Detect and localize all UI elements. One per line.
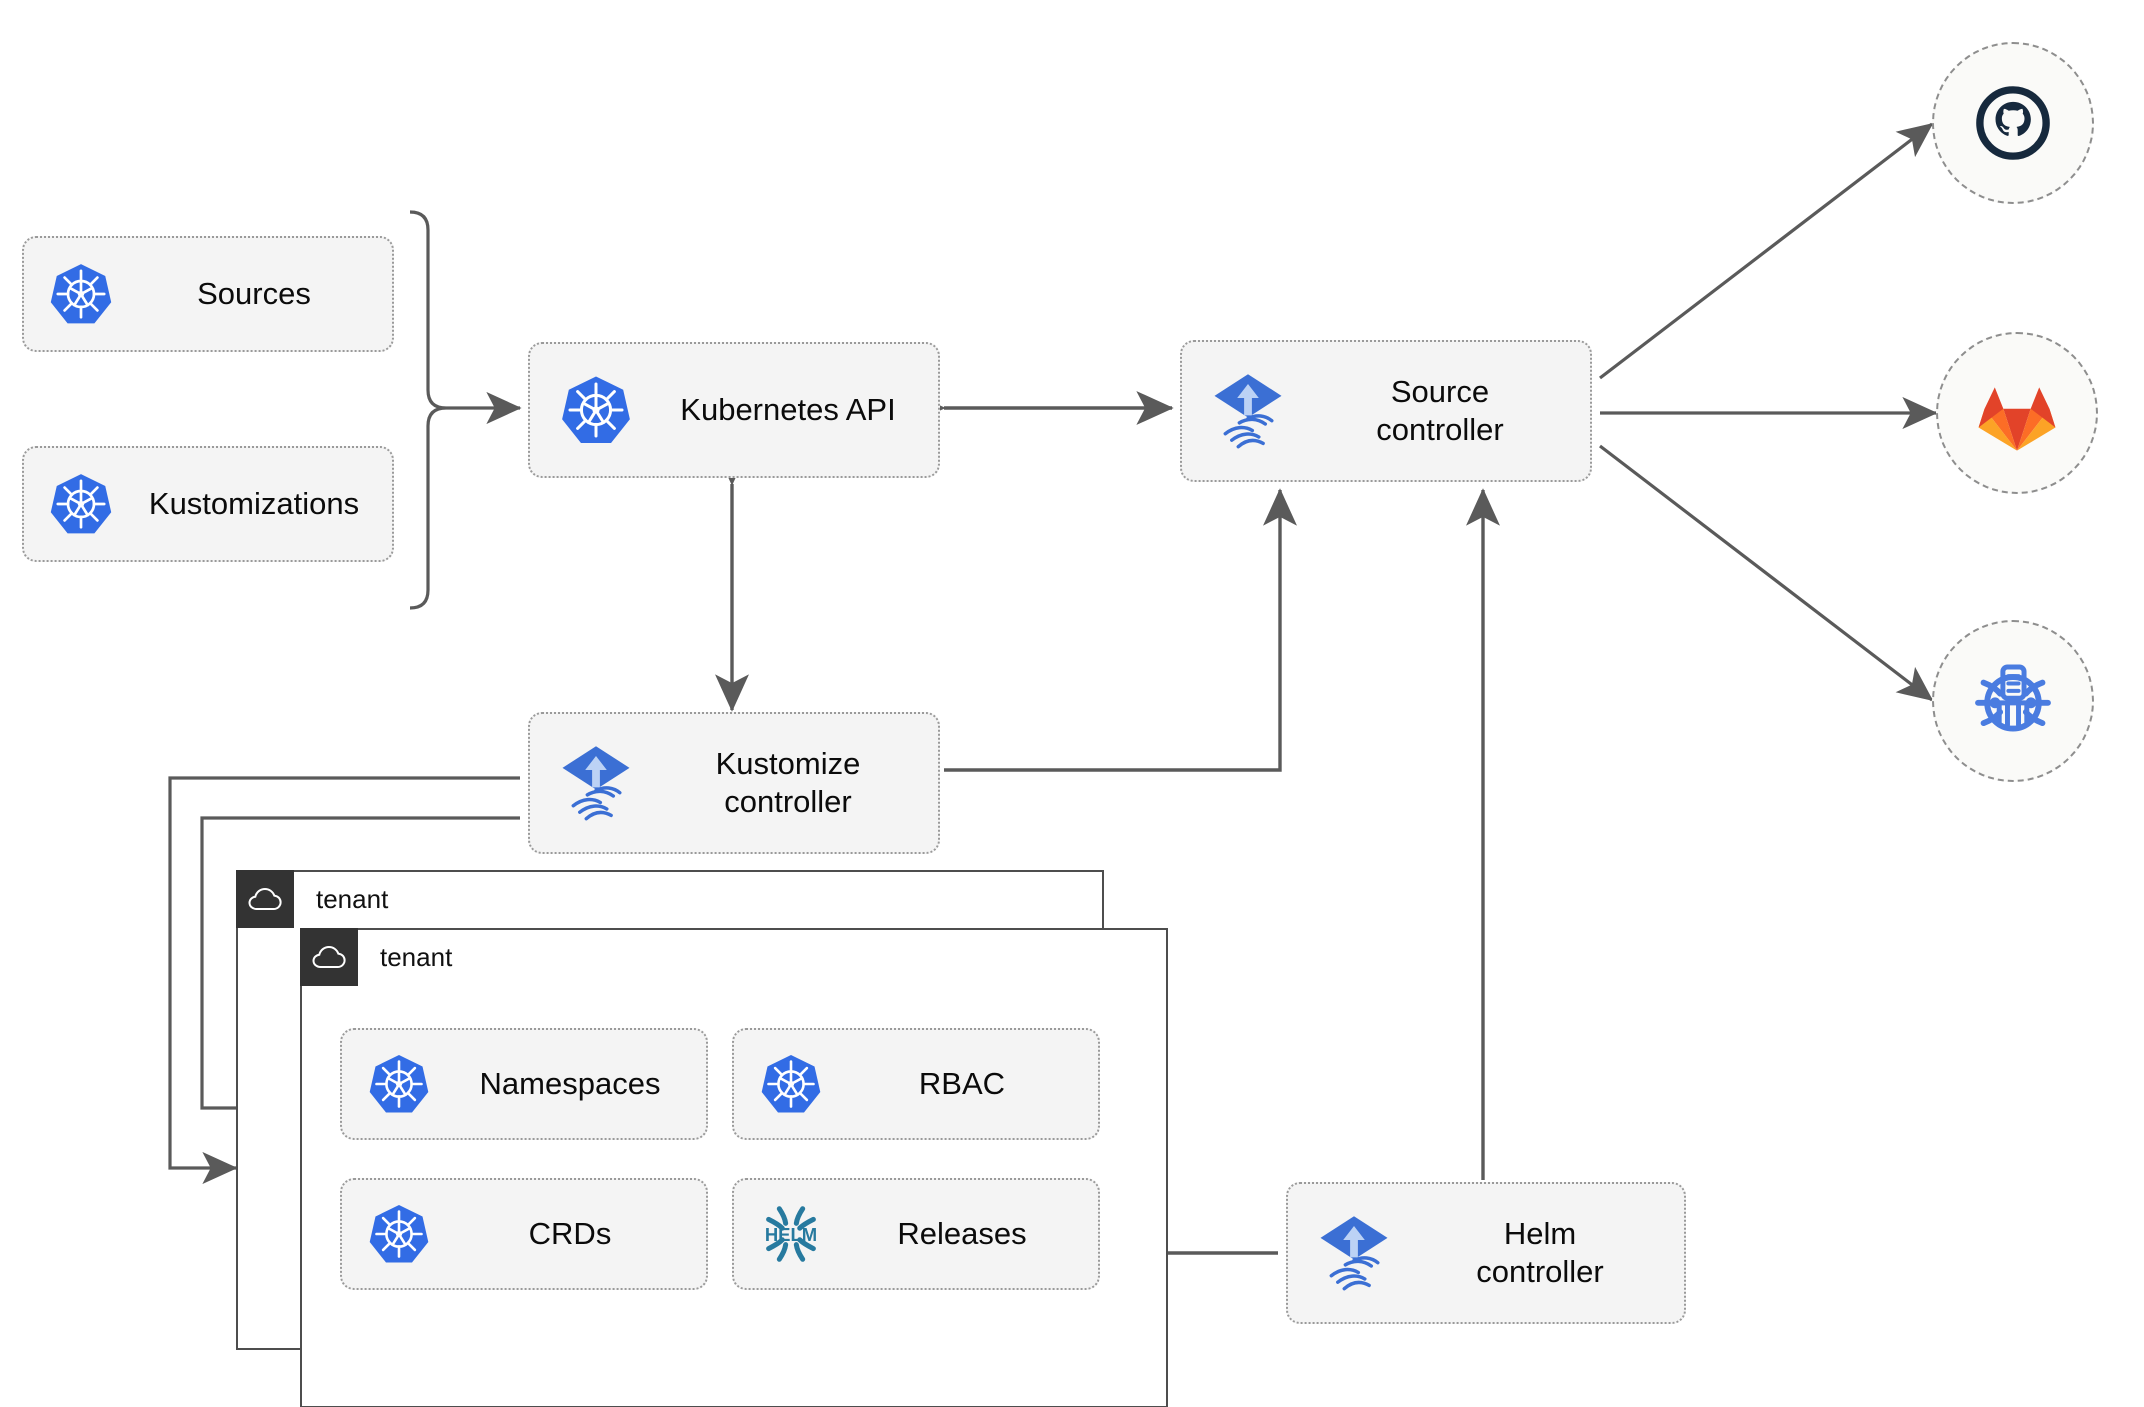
kubernetes-icon — [748, 1052, 834, 1116]
external-service-github[interactable] — [1932, 42, 2094, 204]
flux-icon — [546, 743, 646, 823]
kubernetes-icon — [38, 471, 124, 537]
tenant-resource-label-releases: Releases — [897, 1216, 1027, 1252]
helm-controller-box[interactable]: Helm controller — [1286, 1182, 1686, 1324]
tenant-resource-label-rbac: RBAC — [918, 1066, 1006, 1102]
kustomize-controller-box[interactable]: Kustomize controller — [528, 712, 940, 854]
helm-controller-label: Helm controller — [1476, 1216, 1604, 1289]
helm-registry-icon — [1975, 664, 2051, 732]
tenant-header-front: tenant — [300, 928, 452, 986]
flux-icon — [1304, 1213, 1404, 1293]
cloud-icon — [236, 870, 294, 928]
tenant-header-back: tenant — [236, 870, 388, 928]
helm-wordmark: HELM — [765, 1224, 817, 1245]
resource-label-kustomizations: Kustomizations — [148, 486, 360, 522]
external-service-gitlab[interactable] — [1936, 332, 2098, 494]
kubernetes-icon — [356, 1202, 442, 1266]
gitlab-icon — [1978, 387, 2056, 451]
tenant-label-front: tenant — [380, 941, 453, 972]
kubernetes-icon — [356, 1052, 442, 1116]
flux-icon — [1198, 371, 1298, 451]
tenant-resource-crds[interactable]: CRDs — [340, 1178, 708, 1290]
wire-source-controller-to-github — [1599, 122, 1934, 380]
resource-box-sources[interactable]: Sources — [22, 236, 394, 352]
cloud-icon — [300, 928, 358, 986]
external-service-registry[interactable] — [1932, 620, 2094, 782]
tenant-resource-label-crds: CRDs — [528, 1216, 612, 1252]
kubernetes-api-box[interactable]: Kubernetes API — [528, 342, 940, 478]
tenant-container-front[interactable]: tenant — [300, 928, 1168, 1407]
helm-icon: HELM — [748, 1199, 834, 1269]
github-icon — [1976, 86, 2050, 160]
resources-brace — [409, 210, 447, 610]
tenant-resource-releases[interactable]: HELM Releases — [732, 1178, 1100, 1290]
wire-source-controller-to-registry — [1599, 444, 1934, 702]
tenant-resource-namespaces[interactable]: Namespaces — [340, 1028, 708, 1140]
wire-kustomize-controller-to-source-controller — [944, 488, 1297, 772]
resource-label-sources: Sources — [197, 276, 311, 312]
kubernetes-icon — [546, 373, 646, 447]
tenant-resource-label-namespaces: Namespaces — [479, 1066, 661, 1102]
tenant-label-back: tenant — [316, 883, 389, 914]
tenant-resource-rbac[interactable]: RBAC — [732, 1028, 1100, 1140]
kustomize-controller-label: Kustomize controller — [715, 746, 861, 819]
kubernetes-icon — [38, 261, 124, 327]
source-controller-label: Source controller — [1376, 374, 1504, 447]
resource-box-kustomizations[interactable]: Kustomizations — [22, 446, 394, 562]
kubernetes-api-label: Kubernetes API — [680, 392, 896, 428]
source-controller-box[interactable]: Source controller — [1180, 340, 1592, 482]
